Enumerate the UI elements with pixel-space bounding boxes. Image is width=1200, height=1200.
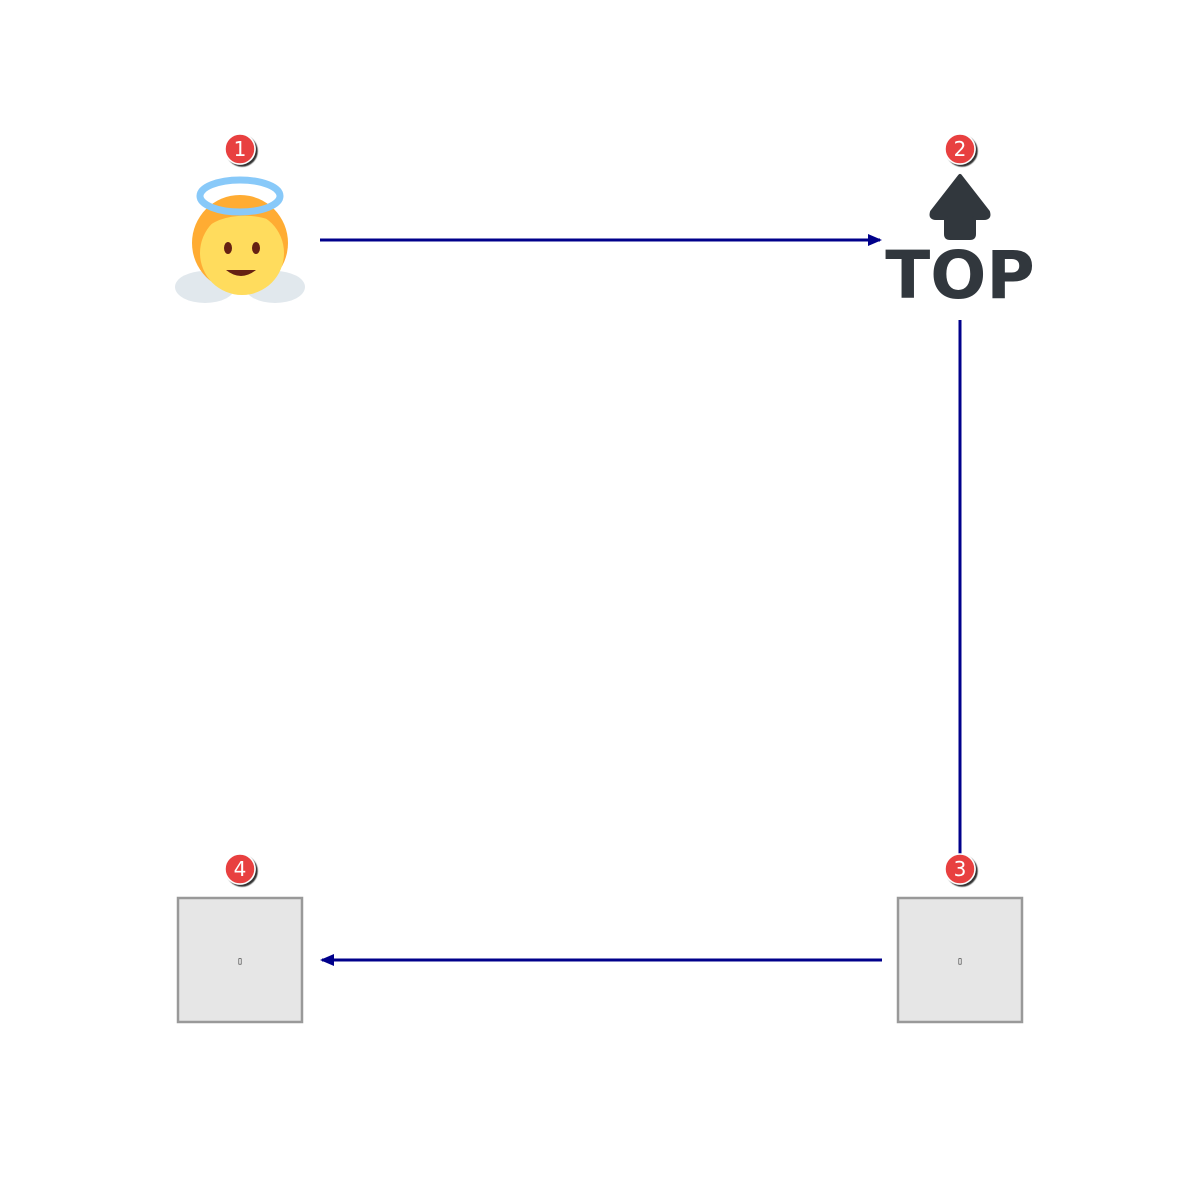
badge-4: 4 xyxy=(224,853,256,885)
baby-angel-icon xyxy=(175,176,305,303)
badge-2: 2 xyxy=(944,133,976,165)
missing-glyph-icon xyxy=(896,896,1024,1024)
node-2: TOP xyxy=(885,174,1035,314)
top-label: TOP xyxy=(885,237,1035,314)
top-arrow-icon: TOP xyxy=(885,174,1035,314)
badge-1-number: 1 xyxy=(234,137,247,161)
badge-3-number: 3 xyxy=(954,857,967,881)
node-3: ▯ xyxy=(896,896,1024,1024)
node-4-glyph: ▯ xyxy=(237,956,243,967)
node-3-glyph: ▯ xyxy=(957,956,963,967)
node-1 xyxy=(175,176,305,303)
badge-1: 1 xyxy=(224,133,256,165)
badge-3: 3 xyxy=(944,853,976,885)
badge-4-number: 4 xyxy=(234,857,247,881)
missing-glyph-icon xyxy=(176,896,304,1024)
badge-2-number: 2 xyxy=(954,137,967,161)
node-4: ▯ xyxy=(176,896,304,1024)
